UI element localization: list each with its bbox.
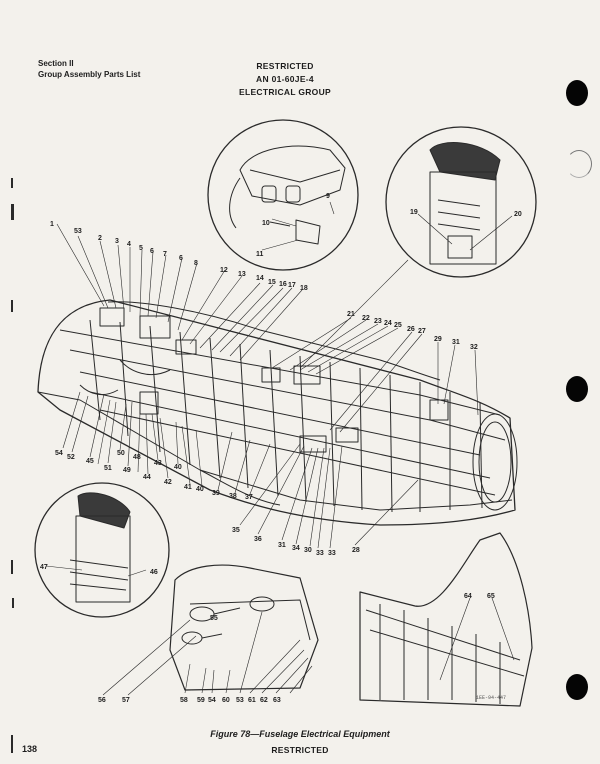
callout-31b: 31 xyxy=(278,542,286,549)
callout-56: 56 xyxy=(98,697,106,704)
callout-54b: 54 xyxy=(208,697,216,704)
callout-6b: 6 xyxy=(179,255,183,262)
callout-labels: 1 53 2 3 4 5 6 7 6 8 12 13 14 15 16 17 1… xyxy=(40,193,522,704)
callout-10: 10 xyxy=(262,220,270,227)
callout-37: 37 xyxy=(245,494,253,501)
callout-40b: 40 xyxy=(196,486,204,493)
margin-mark xyxy=(11,560,13,574)
restricted-label-bottom: RESTRICTED xyxy=(271,745,329,755)
margin-mark xyxy=(11,735,13,753)
callout-11: 11 xyxy=(256,251,264,258)
drawing-code: 1EE-94-447 xyxy=(476,695,506,701)
callout-18: 18 xyxy=(300,285,308,292)
callout-26: 26 xyxy=(407,326,415,333)
document-header: RESTRICTED AN 01-60JE-4 ELECTRICAL GROUP xyxy=(200,60,370,99)
callout-46: 46 xyxy=(150,569,158,576)
callout-23: 23 xyxy=(374,318,382,325)
callout-30: 30 xyxy=(304,547,312,554)
callout-27: 27 xyxy=(418,328,426,335)
callout-14: 14 xyxy=(256,275,264,282)
callout-55: 55 xyxy=(210,615,218,622)
callout-41: 41 xyxy=(184,484,192,491)
callout-54: 54 xyxy=(55,450,63,457)
callout-44: 44 xyxy=(143,474,151,481)
callout-36: 36 xyxy=(254,536,262,543)
callout-8: 8 xyxy=(194,260,198,267)
callout-65: 65 xyxy=(487,593,495,600)
figure-caption: Figure 78—Fuselage Electrical Equipment xyxy=(210,729,390,739)
callout-24: 24 xyxy=(384,320,392,327)
callout-12: 12 xyxy=(220,267,228,274)
callout-45: 45 xyxy=(86,458,94,465)
callout-59: 59 xyxy=(197,697,205,704)
callout-48: 48 xyxy=(133,454,141,461)
callout-53: 53 xyxy=(74,228,82,235)
callout-22: 22 xyxy=(362,315,370,322)
callout-33b: 33 xyxy=(328,550,336,557)
callout-28b: 28 xyxy=(352,547,360,554)
callout-31: 31 xyxy=(452,339,460,346)
callout-6: 6 xyxy=(150,248,154,255)
binder-hole-middle xyxy=(566,376,588,402)
callout-58: 58 xyxy=(180,697,188,704)
callout-19: 19 xyxy=(410,209,418,216)
callout-21: 21 xyxy=(347,311,355,318)
callout-35: 35 xyxy=(232,527,240,534)
callout-29: 29 xyxy=(434,336,442,343)
callout-61: 61 xyxy=(248,697,256,704)
callout-57: 57 xyxy=(122,697,130,704)
callout-62: 62 xyxy=(260,697,268,704)
margin-mark xyxy=(11,300,13,312)
callout-60: 60 xyxy=(222,697,230,704)
document-number: AN 01-60JE-4 xyxy=(256,74,314,84)
binder-hole-bottom xyxy=(566,674,588,700)
callout-42: 42 xyxy=(164,479,172,486)
callout-15: 15 xyxy=(268,279,276,286)
callout-47: 47 xyxy=(40,564,48,571)
callout-64: 64 xyxy=(464,593,472,600)
callout-2: 2 xyxy=(98,235,102,242)
callout-49: 49 xyxy=(123,467,131,474)
margin-mark xyxy=(11,204,14,220)
binder-hole-outline xyxy=(566,150,592,178)
callout-50: 50 xyxy=(117,450,125,457)
callout-53b: 53 xyxy=(236,697,244,704)
callout-4: 4 xyxy=(127,241,131,248)
callout-51: 51 xyxy=(104,465,112,472)
callout-43: 43 xyxy=(154,460,162,467)
callout-17: 17 xyxy=(288,282,296,289)
callout-40: 40 xyxy=(174,464,182,471)
callout-1: 1 xyxy=(50,221,54,228)
margin-mark xyxy=(12,598,14,608)
callout-63: 63 xyxy=(273,697,281,704)
callout-38: 38 xyxy=(229,493,237,500)
group-title: ELECTRICAL GROUP xyxy=(238,87,331,97)
callout-16: 16 xyxy=(279,281,287,288)
page-number: 138 xyxy=(22,744,38,754)
callout-32: 32 xyxy=(470,344,478,351)
section-subtitle: Group Assembly Parts List xyxy=(38,70,141,79)
callout-7: 7 xyxy=(163,251,167,258)
callout-9: 9 xyxy=(326,193,330,200)
callout-52: 52 xyxy=(67,454,75,461)
callout-13: 13 xyxy=(238,271,246,278)
restricted-label-top: RESTRICTED xyxy=(256,61,314,71)
section-label: Section II xyxy=(38,59,74,68)
callout-34: 34 xyxy=(292,545,300,552)
callout-5: 5 xyxy=(139,245,143,252)
binder-hole-top xyxy=(566,80,588,106)
callout-25: 25 xyxy=(394,322,402,329)
callout-3: 3 xyxy=(115,238,119,245)
section-header: Section II Group Assembly Parts List xyxy=(38,58,140,80)
callout-33: 33 xyxy=(316,550,324,557)
callout-39: 39 xyxy=(212,490,220,497)
margin-mark xyxy=(11,178,13,188)
callout-20: 20 xyxy=(514,211,522,218)
